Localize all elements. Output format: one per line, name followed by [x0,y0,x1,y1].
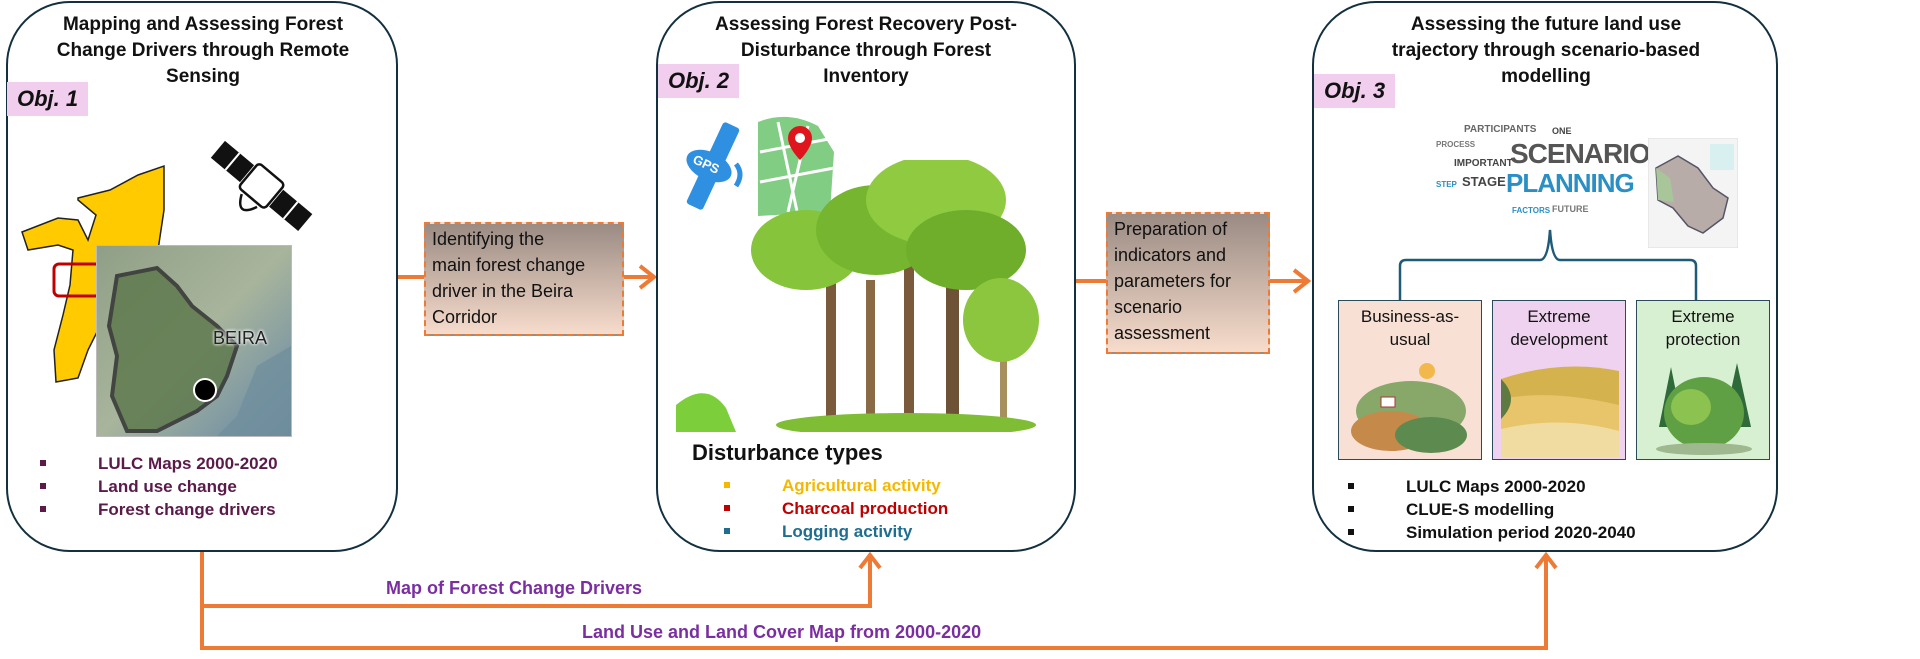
disturbance-text: Logging activity [782,522,913,541]
bullet-text: LULC Maps 2000-2020 [98,454,278,473]
wordcloud-word: FUTURE [1552,204,1589,214]
title-line: Inventory [823,66,909,87]
disturbance-text: Agricultural activity [782,476,941,495]
bullet-text: Land use change [98,477,237,496]
arrow-obj1-to-obj2 [398,264,656,290]
objective-2-title: Assessing Forest Recovery Post- Disturba… [680,12,1052,90]
objective-1-title: Mapping and Assessing Forest Change Driv… [20,12,386,90]
beira-label: BEIRA [213,328,268,348]
scenario-label-line: Extreme [1527,307,1591,326]
scenario-label-line: development [1510,330,1608,349]
title-line: Change Drivers through Remote [56,40,350,61]
forest-trees-illustration [676,160,1039,432]
connector-line: main forest change [432,255,586,275]
bullet-text: Forest change drivers [98,500,276,519]
wordcloud-sub: PLANNING [1506,168,1635,198]
connector-line: Preparation of [1114,219,1228,239]
scenario-extreme-development: Extreme development [1492,300,1626,460]
wordcloud-word: STEP [1436,180,1457,189]
connector-line: scenario [1114,297,1183,317]
bullet-text: Simulation period 2020-2040 [1406,523,1636,542]
wordcloud-word: IMPORTANT [1454,158,1513,169]
disturbance-item-charcoal: Charcoal production [694,497,948,520]
title-line: modelling [1501,66,1591,87]
wordcloud-word: PROCESS [1436,140,1476,149]
connector-2-box: Preparation of indicators and parameters… [1106,212,1270,354]
gps-satellite-icon: GPS [686,122,743,210]
title-line: Sensing [166,66,240,87]
arrow-obj2-to-obj3 [1076,268,1312,294]
title-line: Assessing the future land use [1410,14,1682,35]
bullet-item: LULC Maps 2000-2020 [1318,475,1636,498]
scenario-label-line: protection [1665,330,1741,349]
objective-2-badge: Obj. 2 [658,64,740,98]
map-location-pin-icon [758,116,835,217]
bullet-text: LULC Maps 2000-2020 [1406,477,1586,496]
bullet-item: Simulation period 2020-2040 [1318,521,1636,544]
title-line: trajectory through scenario-based [1391,40,1701,61]
wordcloud-main: SCENARIO [1510,138,1651,169]
wordcloud-word: PARTICIPANTS [1464,124,1537,135]
wheat-field-illustration [1501,366,1619,457]
scenario-label-line: usual [1389,330,1431,349]
forest-illustration [1656,363,1752,455]
scenario-label-line: Business-as- [1360,307,1460,326]
objective-3-title: Assessing the future land use trajectory… [1340,12,1752,90]
bullet-item: LULC Maps 2000-2020 [10,452,278,475]
flow-label-map-of-drivers: Map of Forest Change Drivers [386,578,643,598]
connector-line: assessment [1114,323,1211,343]
study-area-map-thumbnail [1648,138,1738,248]
connector-1-box: Identifying the main forest change drive… [424,222,624,336]
farmland-illustration [1351,363,1467,453]
disturbance-text: Charcoal production [782,499,949,518]
bottom-flow-arrows [200,551,1558,650]
satellite-icon [210,140,313,232]
beira-marker [193,378,217,402]
connector-line: indicators and [1114,245,1227,265]
objective-3-bullets: LULC Maps 2000-2020 CLUE-S modelling Sim… [1318,475,1636,544]
objective-3-badge: Obj. 3 [1314,74,1396,108]
scenario-extreme-protection: Extreme protection [1636,300,1770,460]
bullet-item: CLUE-S modelling [1318,498,1636,521]
disturbance-list: Agricultural activity Charcoal productio… [694,474,948,543]
scenario-planning-wordcloud: PARTICIPANTS IMPORTANT STAGE PROCESS FUT… [1434,118,1651,228]
scenario-business-as-usual: Business-as- usual [1338,300,1482,460]
wordcloud-word: FACTORS [1512,206,1551,215]
disturbance-item-agricultural: Agricultural activity [694,474,948,497]
disturbance-heading: Disturbance types [692,440,883,465]
wordcloud-word: ONE [1552,126,1572,136]
scenario-label-line: Extreme [1671,307,1735,326]
objective-1-bullets: LULC Maps 2000-2020 Land use change Fore… [10,452,278,521]
title-line: Mapping and Assessing Forest [62,14,344,35]
bullet-item: Land use change [10,475,278,498]
objective-1-badge: Obj. 1 [7,82,89,116]
beira-satellite-map-icon: BEIRA [96,245,292,437]
wordcloud-word: STAGE [1462,174,1506,189]
connector-line: parameters for [1114,271,1232,291]
title-line: Disturbance through Forest [740,40,992,61]
flow-label-lulc-map: Land Use and Land Cover Map from 2000-20… [582,622,982,642]
bullet-text: CLUE-S modelling [1406,500,1555,519]
disturbance-item-logging: Logging activity [694,520,948,543]
connector-line: Corridor [432,307,498,327]
connector-line: Identifying the [432,229,545,249]
scenario-brace [1398,229,1698,300]
bullet-item: Forest change drivers [10,498,278,521]
connector-line: driver in the Beira [432,281,574,301]
title-line: Assessing Forest Recovery Post- [714,14,1017,35]
